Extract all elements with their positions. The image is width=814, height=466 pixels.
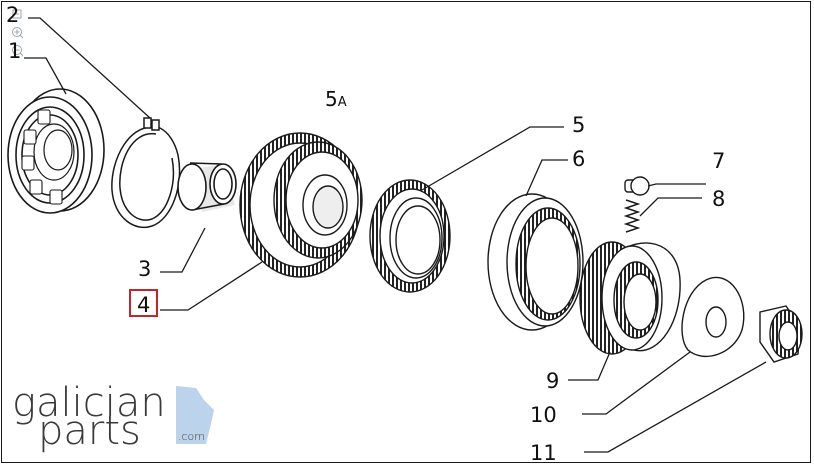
logo-accent-shape (176, 386, 214, 444)
part-7-detent-ball[interactable] (624, 176, 650, 196)
callout-4-highlight[interactable]: 4 (129, 289, 158, 317)
callout-3[interactable]: 3 (138, 257, 151, 281)
zoom-out-icon[interactable] (12, 45, 24, 57)
fit-icon[interactable] (12, 9, 22, 19)
brand-logo: galician parts .com (12, 380, 214, 454)
callout-10[interactable]: 10 (530, 403, 557, 427)
leader-lines (24, 17, 767, 453)
callout-6[interactable]: 6 (572, 147, 585, 171)
part-2-snap-ring[interactable] (111, 117, 181, 229)
callout-1[interactable]: 1 (8, 39, 21, 63)
part-6-sliding-sleeve[interactable] (487, 193, 584, 331)
logo-line1: galician (12, 380, 166, 426)
part-9-synchro-hub[interactable] (579, 241, 681, 355)
callout-2[interactable]: 2 (6, 3, 19, 27)
section-label: 5A (325, 87, 347, 111)
part-10-thrust-plate[interactable] (681, 276, 745, 358)
zoom-controls (12, 9, 24, 57)
callout-4[interactable]: 4 (137, 293, 150, 317)
part-3-bushing[interactable] (177, 162, 237, 212)
part-4-helical-gear[interactable] (239, 132, 363, 278)
part-1-bearing[interactable] (7, 88, 105, 214)
callout-7[interactable]: 7 (712, 149, 725, 173)
logo-line2: parts (38, 408, 141, 454)
callout-9[interactable]: 9 (546, 369, 559, 393)
part-11-nut[interactable] (759, 305, 803, 363)
part-5-synchro-ring[interactable] (369, 179, 451, 293)
zoom-in-icon[interactable] (12, 27, 24, 39)
callout-8[interactable]: 8 (712, 187, 725, 211)
callout-11[interactable]: 11 (530, 441, 557, 465)
part-8-spring[interactable] (623, 199, 641, 233)
logo-suffix: .com (178, 430, 205, 443)
callout-5[interactable]: 5 (572, 113, 585, 137)
